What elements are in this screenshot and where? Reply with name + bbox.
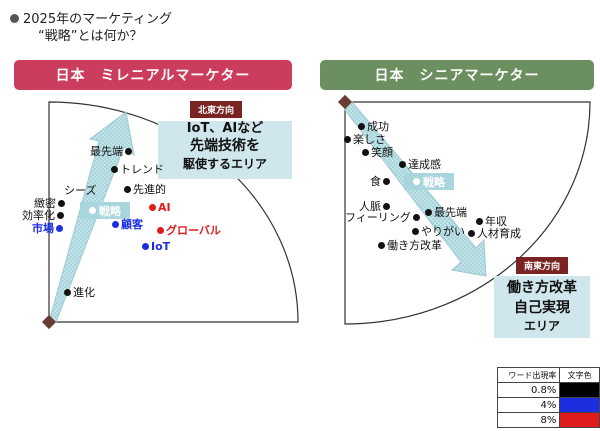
- word-dot-icon: [412, 228, 419, 235]
- word-nenshuu: 年収: [474, 215, 507, 228]
- left-callout: IoT、AIなど 先端技術を 駆使するエリア: [158, 121, 292, 179]
- left-center-strategy: 戦略: [80, 202, 130, 219]
- word-dot-icon: [57, 212, 64, 219]
- right-direction-label: 南東方向: [516, 257, 569, 274]
- word-dot-icon: [124, 186, 131, 193]
- left-callout-line1: IoT、AIなど: [186, 121, 264, 136]
- left-callout-line2: 先端技術を: [190, 138, 260, 154]
- legend-rate: 8%: [496, 412, 561, 428]
- word-dot-icon: [383, 178, 390, 185]
- word-dot-icon: [425, 209, 432, 216]
- word-dot-icon: [58, 200, 65, 207]
- slide-title-text: 2025年のマーケティング: [23, 12, 173, 27]
- word-seeds: シーズ: [64, 184, 97, 197]
- word-saisentan-right: 最先端: [423, 206, 467, 219]
- word-jinmyaku: 人脈: [359, 200, 392, 213]
- word-tasseikan: 達成感: [397, 158, 441, 171]
- word-hatarakikata: 働き方改革: [376, 239, 442, 252]
- word-tanoshisa: 楽しさ: [342, 133, 386, 146]
- word-dot-icon: [142, 243, 149, 250]
- left-panel-banner: 日本 ミレニアルマーケター: [14, 60, 292, 90]
- word-dot-icon: [468, 230, 475, 237]
- word-saisentan: 最先端: [90, 145, 134, 158]
- word-kouritsuka: 効率化: [22, 209, 66, 222]
- word-trend: トレンド: [109, 163, 164, 176]
- word-jinzai: 人材育成: [466, 227, 521, 240]
- strategy-dot-icon: [413, 178, 420, 185]
- word-dot-icon: [125, 148, 132, 155]
- word-frequency-legend: ワード出現率 文字色 0.8% 4% 8%: [496, 367, 600, 428]
- word-senshinteki: 先進的: [122, 183, 166, 196]
- word-shinka: 進化: [62, 286, 95, 299]
- word-iot: IoT: [140, 240, 170, 253]
- word-dot-icon: [157, 227, 164, 234]
- word-kokyaku: 顧客: [110, 218, 143, 231]
- bullet-icon: [10, 14, 19, 23]
- right-center-label: 戦略: [423, 175, 445, 189]
- right-panel-banner: 日本 シニアマーケター: [320, 60, 594, 90]
- legend-header-color: 文字色: [559, 367, 600, 383]
- word-shoku: 食: [370, 175, 392, 188]
- legend-row: 0.8%: [496, 382, 600, 398]
- legend-row: 8%: [496, 412, 600, 428]
- word-dot-icon: [358, 123, 365, 130]
- word-seikou: 成功: [356, 120, 389, 133]
- word-dot-icon: [344, 136, 351, 143]
- word-feeling: フィーリング: [345, 211, 422, 224]
- legend-swatch: [559, 382, 600, 398]
- word-dot-icon: [378, 242, 385, 249]
- left-direction-label: 北東方向: [190, 101, 243, 118]
- word-yarigai: やりがい: [410, 225, 465, 238]
- slide-subtitle: “戦略”とは何か？: [38, 29, 143, 44]
- right-center-strategy: 戦略: [404, 173, 454, 190]
- legend-swatch: [559, 397, 600, 413]
- left-origin-marker: [41, 314, 57, 330]
- right-callout-line3: エリア: [523, 319, 560, 333]
- right-callout: 働き方改革 自己実現 エリア: [494, 276, 590, 338]
- word-dot-icon: [412, 214, 420, 221]
- legend-row: 4%: [496, 397, 600, 413]
- left-callout-line3: 駆使するエリア: [182, 157, 267, 171]
- word-dot-icon: [149, 204, 156, 211]
- word-dot-icon: [362, 149, 369, 156]
- legend-swatch: [559, 412, 600, 428]
- word-dot-icon: [111, 166, 118, 173]
- left-center-label: 戦略: [99, 204, 121, 218]
- legend-header-row: ワード出現率 文字色: [496, 367, 600, 383]
- right-origin-marker: [337, 94, 353, 110]
- word-dot-icon: [112, 221, 119, 228]
- word-global: グローバル: [155, 224, 221, 237]
- word-chimitsu: 緻密: [34, 197, 67, 210]
- word-dot-icon: [56, 225, 63, 232]
- word-ai: AI: [147, 201, 171, 214]
- slide-title: 2025年のマーケティング: [10, 8, 172, 27]
- right-callout-line2: 自己実現: [514, 300, 570, 316]
- word-dot-icon: [64, 289, 71, 296]
- word-shijou: 市場: [32, 222, 65, 235]
- legend-rate: 4%: [496, 397, 561, 413]
- word-dot-icon: [476, 218, 483, 225]
- strategy-dot-icon: [89, 207, 96, 214]
- legend-header-rate: ワード出現率: [496, 367, 561, 383]
- word-dot-icon: [399, 161, 406, 168]
- word-dot-icon: [383, 203, 390, 210]
- right-callout-line1: 働き方改革: [507, 280, 577, 296]
- word-egao: 笑顔: [360, 146, 393, 159]
- legend-rate: 0.8%: [496, 382, 561, 398]
